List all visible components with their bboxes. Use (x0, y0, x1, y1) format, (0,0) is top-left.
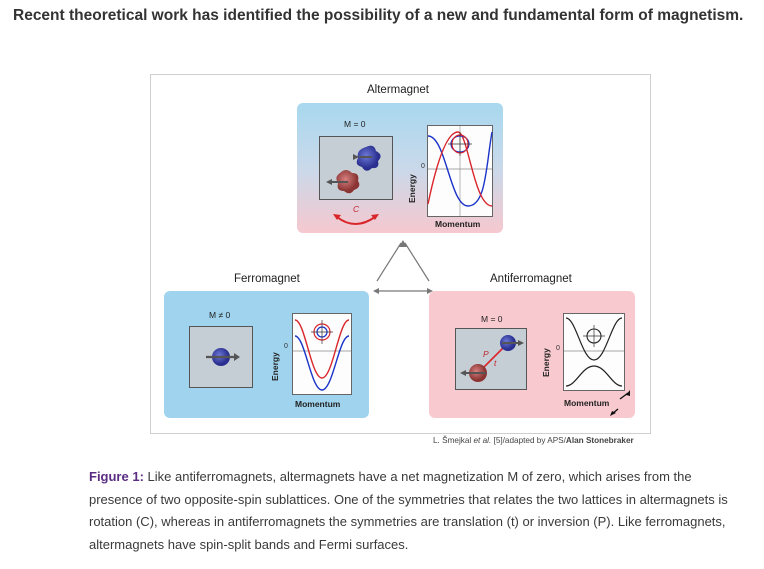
ferromagnet-magnetization: M ≠ 0 (209, 310, 231, 320)
rotation-symmetry-label: C (353, 204, 360, 214)
spin-up-band (427, 131, 493, 207)
spin-up-band (294, 319, 350, 379)
altermagnet-band-curves (427, 126, 493, 216)
antiferromagnet-lattice: P t (455, 328, 527, 390)
antiferromagnet-momentum-axis-label: Momentum (564, 398, 610, 408)
credit-prefix: L. Šmejkal (433, 436, 474, 445)
spin-down-band (294, 335, 350, 391)
altermagnet-sublattices (326, 145, 381, 194)
ferromagnet-band-plot (292, 313, 352, 395)
figure-frame: Altermagnet M = 0 C Energy 0 (150, 74, 651, 434)
antiferromagnet-sublattices (460, 335, 524, 382)
antiferromagnet-band-plot (563, 313, 625, 391)
inversion-symmetry-label: P (483, 349, 489, 359)
ferromagnet-panel: M ≠ 0 Energy 0 Momentum (164, 291, 369, 418)
figure-credit: L. Šmejkal et al. [5]/adapted by APS/Ala… (433, 436, 634, 445)
caption-lead: Figure 1: (89, 469, 144, 484)
momentum-direction-arrows-icon (610, 390, 630, 416)
ferromagnet-lattice (189, 326, 253, 388)
figure-caption: Figure 1: Like antiferromagnets, alterma… (89, 466, 729, 556)
altermagnet-energy-axis-label: Energy (407, 174, 417, 203)
ferromagnet-momentum-axis-label: Momentum (295, 399, 341, 409)
antiferromagnet-title: Antiferromagnet (490, 273, 572, 285)
antiferromagnet-panel: M = 0 P t Energy 0 (429, 291, 635, 418)
altermagnet-title: Altermagnet (367, 84, 430, 96)
ferromagnet-title: Ferromagnet (234, 273, 300, 285)
altermagnet-magnetization: M = 0 (344, 119, 366, 129)
ferromagnet-band-curves (293, 319, 351, 391)
credit-artist: Alan Stonebraker (565, 436, 634, 445)
credit-etal: et al. (473, 436, 492, 445)
altermagnet-band-plot (427, 125, 493, 217)
ferromagnet-zero-label: 0 (284, 343, 288, 350)
antiferromagnet-zero-label: 0 (556, 345, 560, 352)
relation-triangle-icon (373, 240, 433, 294)
caption-text: Like antiferromagnets, altermagnets have… (89, 469, 728, 552)
altermagnet-momentum-axis-label: Momentum (435, 219, 481, 229)
antiferromagnet-band-curves (564, 317, 624, 387)
altermagnet-panel: M = 0 C Energy 0 (297, 103, 503, 233)
red-spin-arrow (326, 179, 332, 185)
blue-spin-arrow (353, 154, 359, 160)
antiferromagnet-magnetization: M = 0 (481, 314, 503, 324)
translation-symmetry-label: t (494, 358, 497, 368)
altermagnet-zero-label: 0 (421, 163, 425, 170)
antiferromagnet-energy-axis-label: Energy (541, 348, 551, 377)
blue-sublattice-atom (356, 145, 381, 171)
altermagnet-lattice (319, 136, 393, 200)
rotation-arrow-icon (333, 214, 379, 225)
ferromagnet-energy-axis-label: Energy (270, 352, 280, 381)
spin-down-band (427, 131, 493, 207)
page-heading: Recent theoretical work has identified t… (13, 7, 744, 24)
ferromagnet-atom (206, 348, 240, 366)
credit-middle: [5]/adapted by APS/ (491, 436, 566, 445)
